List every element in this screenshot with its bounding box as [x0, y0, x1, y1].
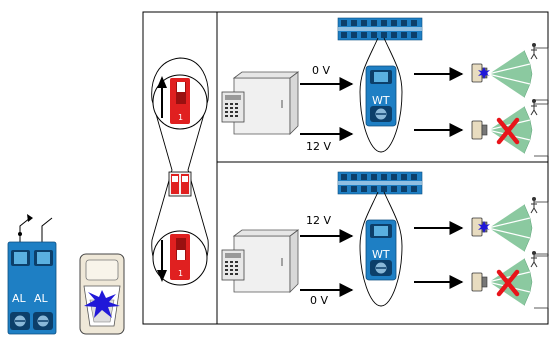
top-row: WT 0 V 12 V [221, 17, 549, 157]
walking-person-icon [530, 42, 538, 60]
terminal-strip-icon [337, 171, 423, 195]
switch-number-down: 1 [178, 269, 183, 278]
arrow-down-icon [157, 240, 167, 282]
wt-label: WT [372, 248, 390, 261]
coverage-beam-icon [487, 201, 549, 255]
arrow-up-icon [157, 76, 167, 118]
walking-person-icon [530, 250, 538, 268]
voltage-label: 12 V [306, 140, 331, 153]
switch-detail: 1 1 [151, 57, 209, 286]
wt-label: WT [372, 94, 390, 107]
coverage-beam-icon [487, 103, 549, 157]
left-terminal-module: AL AL [7, 214, 57, 335]
dip-switch-up-icon: 1 [170, 78, 190, 124]
voltage-label: 12 V [306, 214, 331, 227]
terminal-strip-icon [337, 17, 423, 41]
walking-person-icon [530, 196, 538, 214]
coverage-beam-icon [487, 255, 549, 309]
voltage-label: 0 V [310, 294, 328, 307]
dip-switch-down-icon: 1 [170, 234, 190, 280]
control-panel-icon [221, 229, 299, 293]
dip-switch-block-icon [168, 171, 192, 197]
detector-icon [471, 120, 488, 140]
switch-number-up: 1 [178, 113, 183, 122]
flash-icon [84, 290, 120, 318]
terminal-label: AL [34, 292, 49, 305]
walking-person-icon [530, 98, 538, 116]
detector-icon [471, 272, 488, 292]
voltage-label: 0 V [312, 64, 330, 77]
coverage-beam-icon [487, 47, 549, 101]
left-detector [79, 253, 125, 335]
diagram-frame [142, 11, 549, 325]
terminal-label: AL [12, 292, 27, 305]
control-panel-icon [221, 71, 299, 135]
bottom-row: WT 12 V 0 V [221, 171, 549, 309]
